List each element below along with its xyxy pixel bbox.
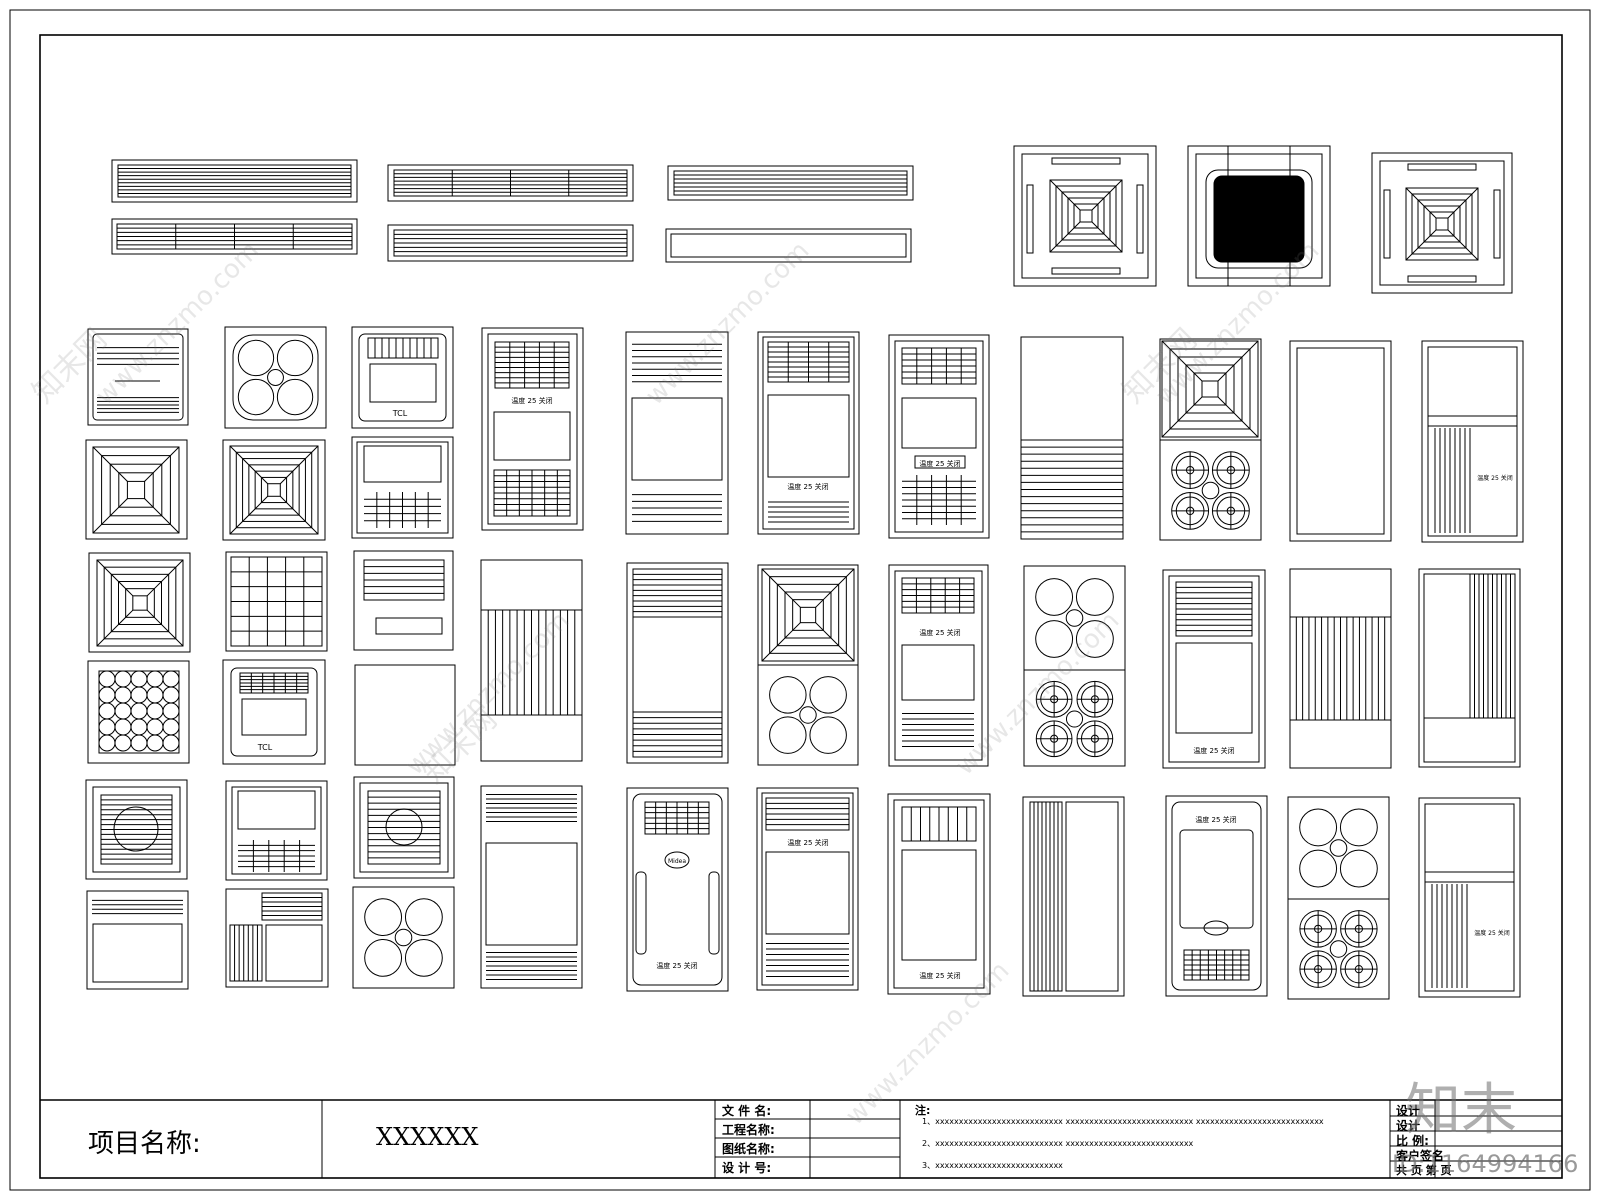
- tall-panel-slat-section: 温度 25 关闭: [1421, 340, 1524, 543]
- note-3: 3、xxxxxxxxxxxxxxxxxxxxxxxxxxx: [922, 1161, 1063, 1170]
- fan-grille-panel: [353, 776, 455, 879]
- tall-panel-vertical-slats: [1022, 796, 1125, 997]
- exhaust-fan-panel: [85, 779, 188, 880]
- svg-text:温度 25 关闭: 温度 25 关闭: [1195, 815, 1236, 824]
- tall-heater-panel: 温度 25 关闭: [756, 787, 859, 991]
- svg-text:温度 25 关闭: 温度 25 关闭: [919, 971, 960, 980]
- field-client-signature: 客户签名: [1396, 1149, 1445, 1163]
- heater-panel: [351, 436, 454, 539]
- svg-text:温度 25 关闭: 温度 25 关闭: [787, 838, 828, 847]
- note-2: 2、xxxxxxxxxxxxxxxxxxxxxxxxxxx xxxxxxxxxx…: [922, 1139, 1194, 1148]
- tcl-heater-panel: TCL: [351, 326, 454, 429]
- four-circle-panel: [352, 886, 455, 989]
- panel-grille-display: [353, 550, 454, 651]
- blank-panel: [354, 664, 456, 766]
- tcl-heater-panel: TCL: [222, 659, 326, 765]
- tall-heater-panel: 温度 25 关闭: [1162, 569, 1266, 769]
- note-1: 1、xxxxxxxxxxxxxxxxxxxxxxxxxxx xxxxxxxxxx…: [922, 1117, 1324, 1126]
- lattice-panel: [87, 660, 190, 764]
- midea-heater-panel: Midea 温度 25 关闭: [626, 787, 729, 992]
- panel-square-grille: [87, 328, 189, 426]
- svg-text:温度 25 关闭: 温度 25 关闭: [511, 396, 552, 405]
- project-name-label: 项目名称:: [88, 1129, 201, 1159]
- diffuser-square: [85, 439, 188, 540]
- svg-text:温度 25 关闭: 温度 25 关闭: [1477, 474, 1512, 482]
- field-project-name: 工程名称:: [722, 1123, 775, 1137]
- tall-blank-panel: [1289, 340, 1392, 542]
- tall-panel-slat-section: 温度 25 关闭: [1418, 797, 1521, 998]
- tall-heater-panel: 温度 25 关闭: [887, 793, 991, 995]
- field-drawing-name: 图纸名称:: [722, 1142, 775, 1156]
- watermark-logo: 知末: [1405, 1078, 1517, 1143]
- diffuser-four-circle-panel: [1159, 338, 1262, 541]
- panel-top-grille: [86, 890, 189, 990]
- tall-heater-grille-top: 温度 25 关闭: [481, 327, 584, 531]
- diffuser-four-circle-panel: [757, 564, 859, 766]
- project-name-value: XXXXXX: [376, 1123, 479, 1151]
- tall-heater-panel: 温度 25 关闭: [757, 331, 860, 535]
- diffuser-square: [222, 439, 326, 541]
- field-design-number: 设 计 号:: [722, 1161, 772, 1175]
- svg-text:温度 25 关闭: 温度 25 关闭: [1193, 746, 1234, 755]
- grid-panel: [225, 551, 328, 652]
- svg-text:温度 25 关闭: 温度 25 关闭: [919, 628, 960, 637]
- svg-text:TCL: TCL: [257, 743, 273, 752]
- dual-fan-panel: [1023, 565, 1126, 767]
- field-file-name: 文 件 名:: [722, 1104, 772, 1118]
- tall-heater-panel: 温度 25 关闭: [888, 334, 990, 539]
- title-block: [40, 1099, 1562, 1178]
- dual-fan-panel: [1287, 796, 1390, 1000]
- field-scale: 比 例:: [1396, 1134, 1429, 1148]
- four-circle-panel: [224, 326, 327, 429]
- field-design-review: 设计: [1396, 1119, 1421, 1133]
- cassette-units: [1013, 145, 1513, 294]
- tall-panel-bottom-grille: [1020, 336, 1124, 540]
- svg-text:TCL: TCL: [392, 409, 408, 418]
- svg-text:Midea: Midea: [668, 858, 686, 865]
- tall-panel-grilles: [480, 785, 583, 989]
- notes-label: 注:: [915, 1104, 931, 1117]
- cassette-cores: [1049, 145, 1479, 287]
- tall-panel-vertical-slats: [1289, 568, 1392, 769]
- tall-heater-panel: 温度 25 关闭: [888, 564, 989, 767]
- heater-panel-side-grille: [225, 888, 329, 988]
- svg-text:温度 25 关闭: 温度 25 关闭: [787, 482, 828, 491]
- field-page-count: 共 页 第 页: [1396, 1164, 1452, 1177]
- svg-text:温度 25 关闭: 温度 25 关闭: [1474, 929, 1509, 937]
- svg-text:温度 25 关闭: 温度 25 关闭: [919, 459, 960, 468]
- tall-panel-vertical-slats: [480, 559, 583, 762]
- tall-panel-slat-section: [1418, 568, 1521, 768]
- svg-text:温度 25 关闭: 温度 25 关闭: [656, 961, 697, 970]
- diffuser-square: [88, 552, 191, 653]
- linear-grille-group: [111, 159, 914, 263]
- outer-border: [9, 9, 1591, 1191]
- field-designer: 设计: [1396, 1104, 1421, 1118]
- tall-heater-panel: 温度 25 关闭: [1165, 795, 1268, 997]
- tall-panel-top-bottom: [626, 562, 729, 764]
- watermark-id: ID:1164994166: [1392, 1150, 1579, 1178]
- heater-panel: [225, 780, 328, 881]
- tall-panel-top-bottom: [625, 331, 729, 535]
- inner-border: [39, 34, 1563, 1179]
